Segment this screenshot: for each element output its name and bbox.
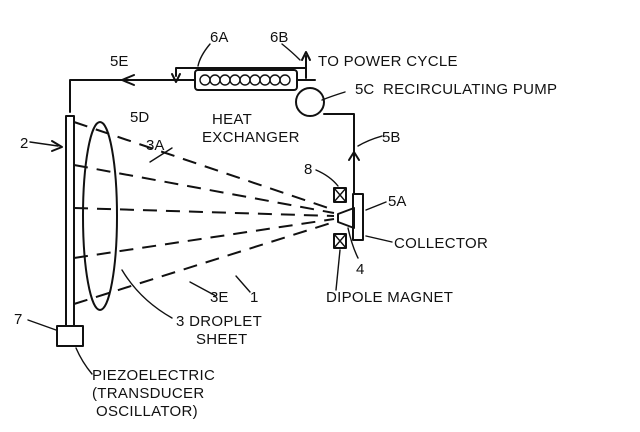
- leader-6a: [197, 43, 211, 67]
- leader-3a: [149, 147, 173, 163]
- leader-3e: [189, 281, 217, 297]
- leader-7: [27, 319, 57, 331]
- recirculating-pump: [295, 87, 325, 117]
- label-8: 8: [304, 161, 312, 178]
- label-1: 1: [250, 289, 258, 306]
- label-dipole-magnet: DIPOLE MAGNET: [326, 289, 453, 306]
- label-droplet: 3 DROPLET: [176, 313, 262, 330]
- leader-5c: [321, 91, 346, 101]
- leader-dipole: [335, 249, 341, 291]
- leader-5a: [365, 201, 387, 211]
- label-5e: 5E: [110, 53, 128, 70]
- line-5b: [323, 113, 355, 195]
- arrow-2: [51, 140, 63, 152]
- dipole-magnet-upper: [333, 187, 347, 203]
- label-3a: 3A: [146, 137, 164, 154]
- leader-1: [235, 275, 251, 293]
- label-oscillator: OSCILLATOR): [96, 403, 198, 420]
- leader-6b: [281, 43, 301, 61]
- flow-arrow-5b: [348, 151, 360, 161]
- piezoelectric-transducer: [56, 325, 84, 347]
- leader-3: [121, 269, 173, 319]
- leader-2: [29, 141, 59, 147]
- element-4: [337, 207, 355, 229]
- label-5b: 5B: [382, 129, 400, 146]
- droplet-rays: [73, 121, 335, 305]
- leader-5b: [357, 135, 383, 147]
- label-piezoelectric: PIEZOELECTRIC: [92, 367, 215, 384]
- label-6b: 6B: [270, 29, 288, 46]
- label-2: 2: [20, 135, 28, 152]
- droplet-sheet-ellipse: [82, 121, 118, 311]
- generator-plate: [65, 115, 75, 327]
- outlet-arrow-6b: [301, 51, 311, 61]
- leader-collector: [365, 235, 393, 243]
- flow-arrow-5d: [121, 74, 135, 86]
- label-transducer: (TRANSDUCER: [92, 385, 204, 402]
- label-sheet: SHEET: [196, 331, 248, 348]
- label-to-power-cycle: TO POWER CYCLE: [318, 53, 458, 70]
- label-5c: 5C: [355, 81, 374, 98]
- label-6a: 6A: [210, 29, 228, 46]
- inlet-line-6a: [175, 67, 307, 79]
- label-3e: 3E: [210, 289, 228, 306]
- return-line-5e: [69, 79, 196, 113]
- dipole-magnet-lower: [333, 233, 347, 249]
- label-collector: COLLECTOR: [394, 235, 488, 252]
- heat-exchanger-coil: [199, 74, 291, 86]
- label-5a: 5A: [388, 193, 406, 210]
- inlet-arrow-6a: [171, 73, 181, 83]
- leader-8: [315, 169, 339, 187]
- leader-piezo: [75, 347, 93, 375]
- label-recirculating-pump: RECIRCULATING PUMP: [383, 81, 557, 98]
- label-exchanger: EXCHANGER: [202, 129, 300, 146]
- label-7: 7: [14, 311, 22, 328]
- leader-4: [347, 227, 359, 259]
- label-5d: 5D: [130, 109, 149, 126]
- label-heat: HEAT: [212, 111, 252, 128]
- label-4: 4: [356, 261, 364, 278]
